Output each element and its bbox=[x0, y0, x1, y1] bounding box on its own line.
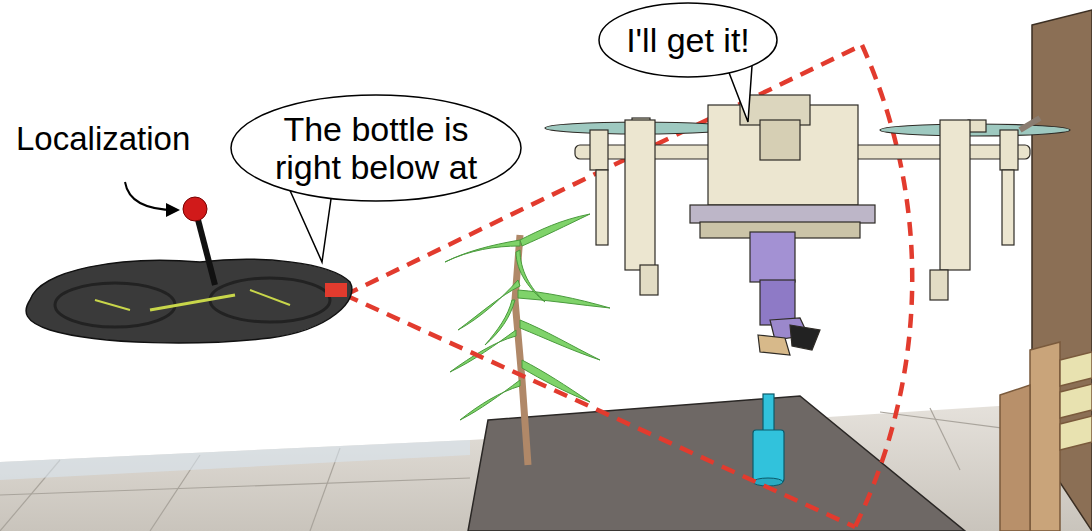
plant bbox=[445, 214, 610, 465]
bubble-text: I'll get it! bbox=[626, 21, 750, 59]
table bbox=[468, 396, 965, 531]
speech-bubble: The bottle is right below at bbox=[230, 94, 522, 202]
speech-bubble: I'll get it! bbox=[598, 2, 778, 78]
large-drone bbox=[545, 95, 1070, 355]
chair bbox=[1000, 342, 1092, 531]
floor-highlight bbox=[0, 440, 470, 480]
bubble-tail bbox=[728, 66, 752, 122]
bottle bbox=[753, 394, 784, 486]
bubble-text: The bottle is right below at bbox=[258, 110, 494, 186]
arrow-head bbox=[166, 203, 180, 217]
part-label: Localization bbox=[16, 120, 190, 158]
